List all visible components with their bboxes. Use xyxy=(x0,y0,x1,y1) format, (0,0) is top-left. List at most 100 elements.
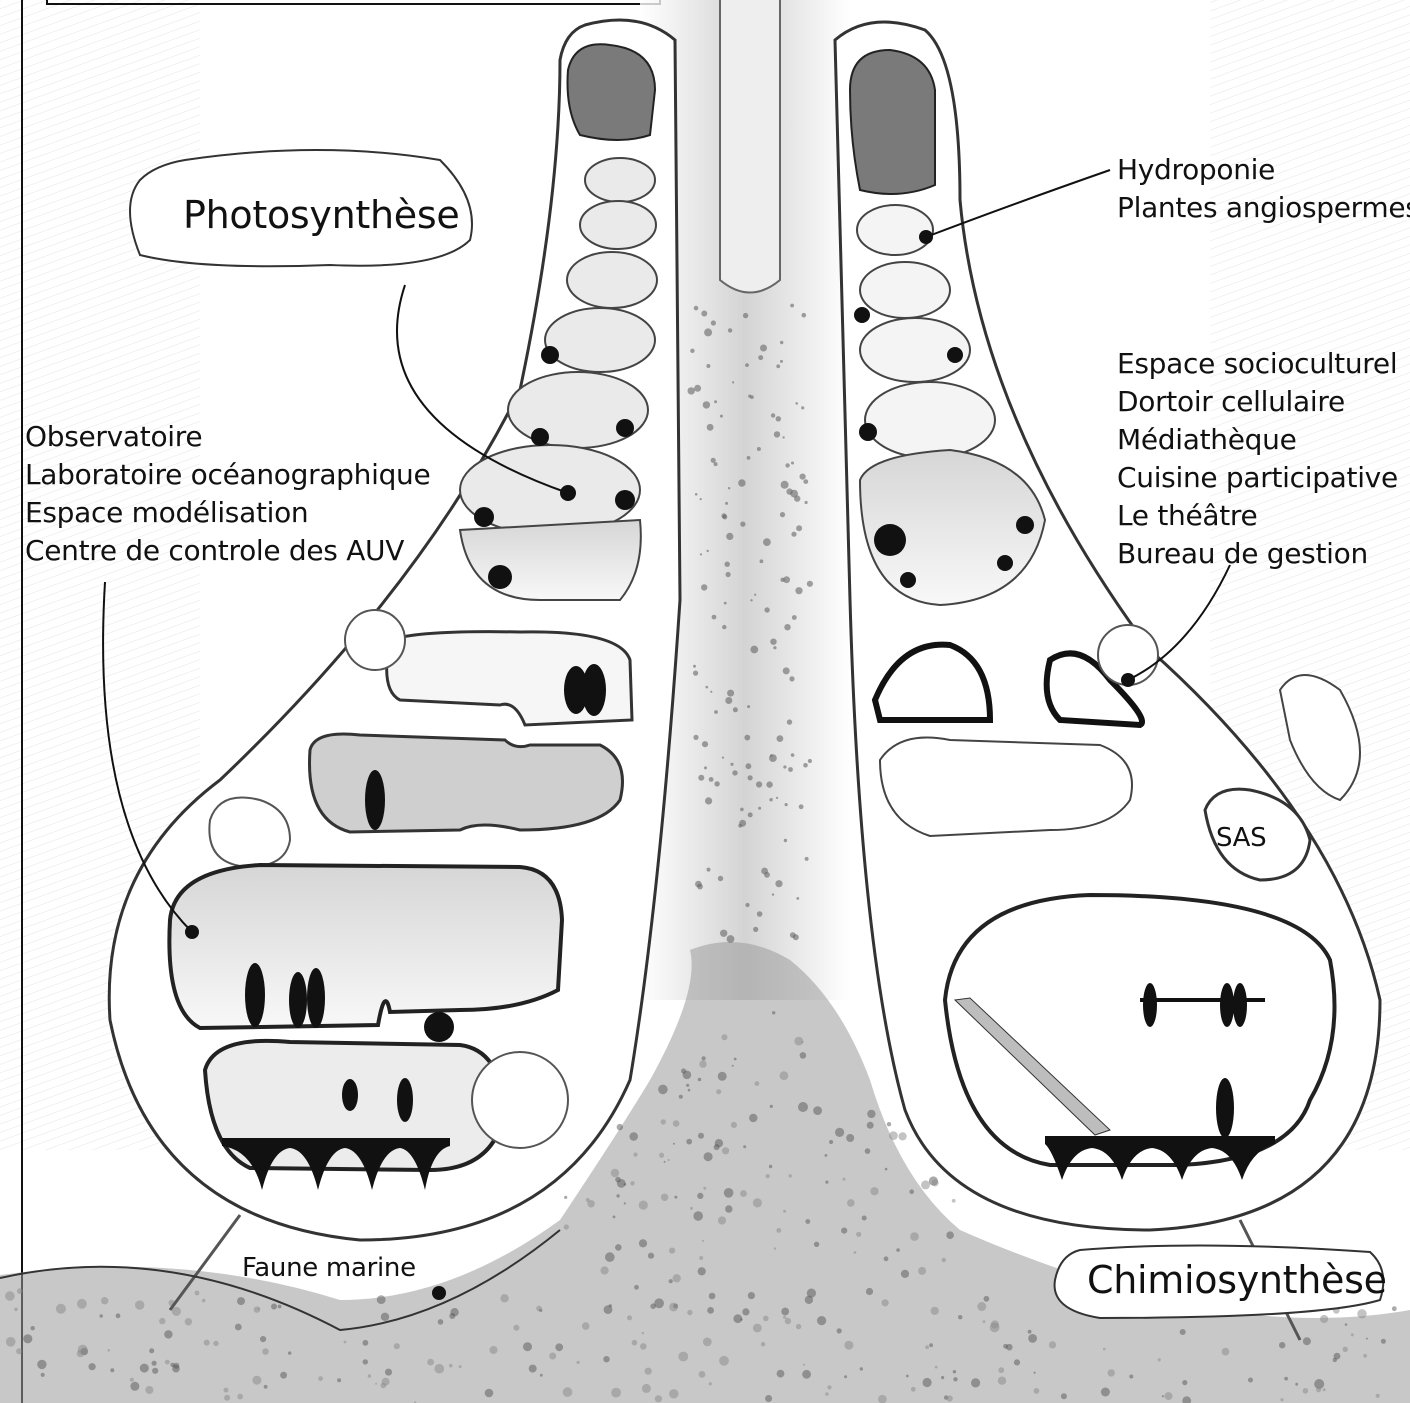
sediment-speck xyxy=(549,1353,556,1360)
particle-speck xyxy=(802,313,807,318)
particle-speck xyxy=(791,753,795,757)
particle-speck xyxy=(807,581,813,587)
sediment-speck xyxy=(1280,1398,1283,1401)
sediment-speck xyxy=(645,1368,652,1375)
sediment-speck xyxy=(1028,1334,1037,1343)
sediment-speck xyxy=(690,1207,693,1210)
sediment-speck xyxy=(1284,1377,1288,1381)
sediment-speck xyxy=(1028,1330,1032,1334)
sediment-speck xyxy=(743,1145,746,1148)
sediment-speck xyxy=(624,1202,626,1204)
sediment-speck xyxy=(669,1303,678,1312)
sediment-speck xyxy=(998,1377,1006,1385)
sediment-speck xyxy=(264,1385,268,1389)
particle-speck xyxy=(733,707,738,712)
sediment-speck xyxy=(699,1256,703,1260)
sediment-speck xyxy=(140,1364,149,1373)
chimiosynthese-label: Chimiosynthèse xyxy=(1087,1258,1387,1302)
sediment-speck xyxy=(159,1318,165,1324)
left-lab-upper xyxy=(169,865,562,1028)
sediment-speck xyxy=(385,1369,392,1376)
sediment-speck xyxy=(427,1359,434,1366)
sediment-speck xyxy=(776,1228,781,1233)
particle-speck xyxy=(758,355,763,360)
sediment-speck xyxy=(860,1367,863,1370)
particle-speck xyxy=(698,775,704,781)
sediment-speck xyxy=(271,1304,277,1310)
sediment-speck xyxy=(772,1011,775,1014)
sediment-speck xyxy=(984,1296,990,1302)
sediment-speck xyxy=(748,1292,755,1299)
sediment-speck xyxy=(866,1288,873,1295)
sediment-speck xyxy=(867,1122,874,1129)
particle-speck xyxy=(757,911,763,917)
particle-speck xyxy=(780,512,785,517)
particle-speck xyxy=(760,345,767,352)
sediment-speck xyxy=(714,1144,720,1150)
sediment-speck xyxy=(1061,1393,1067,1399)
particle-speck xyxy=(793,934,799,940)
sediment-speck xyxy=(887,1122,891,1126)
sediment-speck xyxy=(825,1392,828,1395)
particle-speck xyxy=(695,881,702,888)
sediment-speck xyxy=(101,1297,108,1304)
sediment-speck xyxy=(630,1181,634,1185)
sediment-speck xyxy=(942,1258,946,1262)
particle-speck xyxy=(702,741,708,747)
sediment-speck xyxy=(1381,1339,1386,1344)
particle-speck xyxy=(784,839,787,842)
particle-speck xyxy=(785,803,788,806)
particle-speck xyxy=(775,880,782,887)
particle-speck xyxy=(700,553,702,555)
particle-speck xyxy=(800,474,806,480)
sediment-speck xyxy=(971,1378,980,1387)
sediment-speck xyxy=(910,1232,919,1241)
sediment-speck xyxy=(702,1056,706,1060)
particle-speck xyxy=(704,766,707,769)
sediment-speck xyxy=(699,1060,706,1067)
sediment-speck xyxy=(237,1394,243,1400)
sediment-speck xyxy=(1222,1348,1230,1356)
sediment-speck xyxy=(1303,1388,1309,1394)
particle-speck xyxy=(711,320,716,325)
sediment-speck xyxy=(780,1071,789,1080)
sediment-speck xyxy=(337,1378,341,1382)
particle-speck xyxy=(694,385,701,392)
sediment-speck xyxy=(753,1324,762,1333)
particle-speck xyxy=(743,313,748,318)
sediment-speck xyxy=(540,1374,543,1377)
particle-speck xyxy=(745,363,749,367)
sediment-speck xyxy=(152,1368,158,1374)
left-functions-list: Observatoire Laboratoire océanographique… xyxy=(25,418,430,570)
particle-speck xyxy=(790,490,798,498)
sediment-speck xyxy=(278,1305,282,1309)
particle-speck xyxy=(803,479,808,484)
sediment-speck xyxy=(719,1356,729,1366)
sediment-speck xyxy=(1357,1309,1366,1318)
sediment-speck xyxy=(6,1337,16,1347)
particle-speck xyxy=(725,502,728,505)
sediment-speck xyxy=(931,1307,939,1315)
left-connector-bubble xyxy=(345,610,405,670)
sediment-speck xyxy=(884,1256,889,1261)
sediment-speck xyxy=(1320,1315,1328,1323)
particle-speck xyxy=(714,710,718,714)
particle-speck xyxy=(747,705,750,708)
sediment-speck xyxy=(885,1168,888,1171)
particle-speck xyxy=(805,501,808,504)
left-function-item: Laboratoire océanographique xyxy=(25,456,430,494)
sediment-speck xyxy=(640,1343,647,1350)
sediment-speck xyxy=(100,1314,103,1317)
sediment-speck xyxy=(673,1120,680,1127)
sediment-speck xyxy=(14,1308,18,1312)
sediment-speck xyxy=(686,1084,689,1087)
particle-speck xyxy=(706,364,710,368)
sediment-speck xyxy=(213,1341,218,1346)
sediment-speck xyxy=(1006,1344,1013,1351)
sediment-speck xyxy=(740,1190,747,1197)
sediment-speck xyxy=(953,1370,956,1373)
sediment-speck xyxy=(918,1267,926,1275)
particle-speck xyxy=(795,402,798,405)
sediment-speck xyxy=(856,1232,861,1237)
sediment-speck xyxy=(1165,1392,1173,1400)
